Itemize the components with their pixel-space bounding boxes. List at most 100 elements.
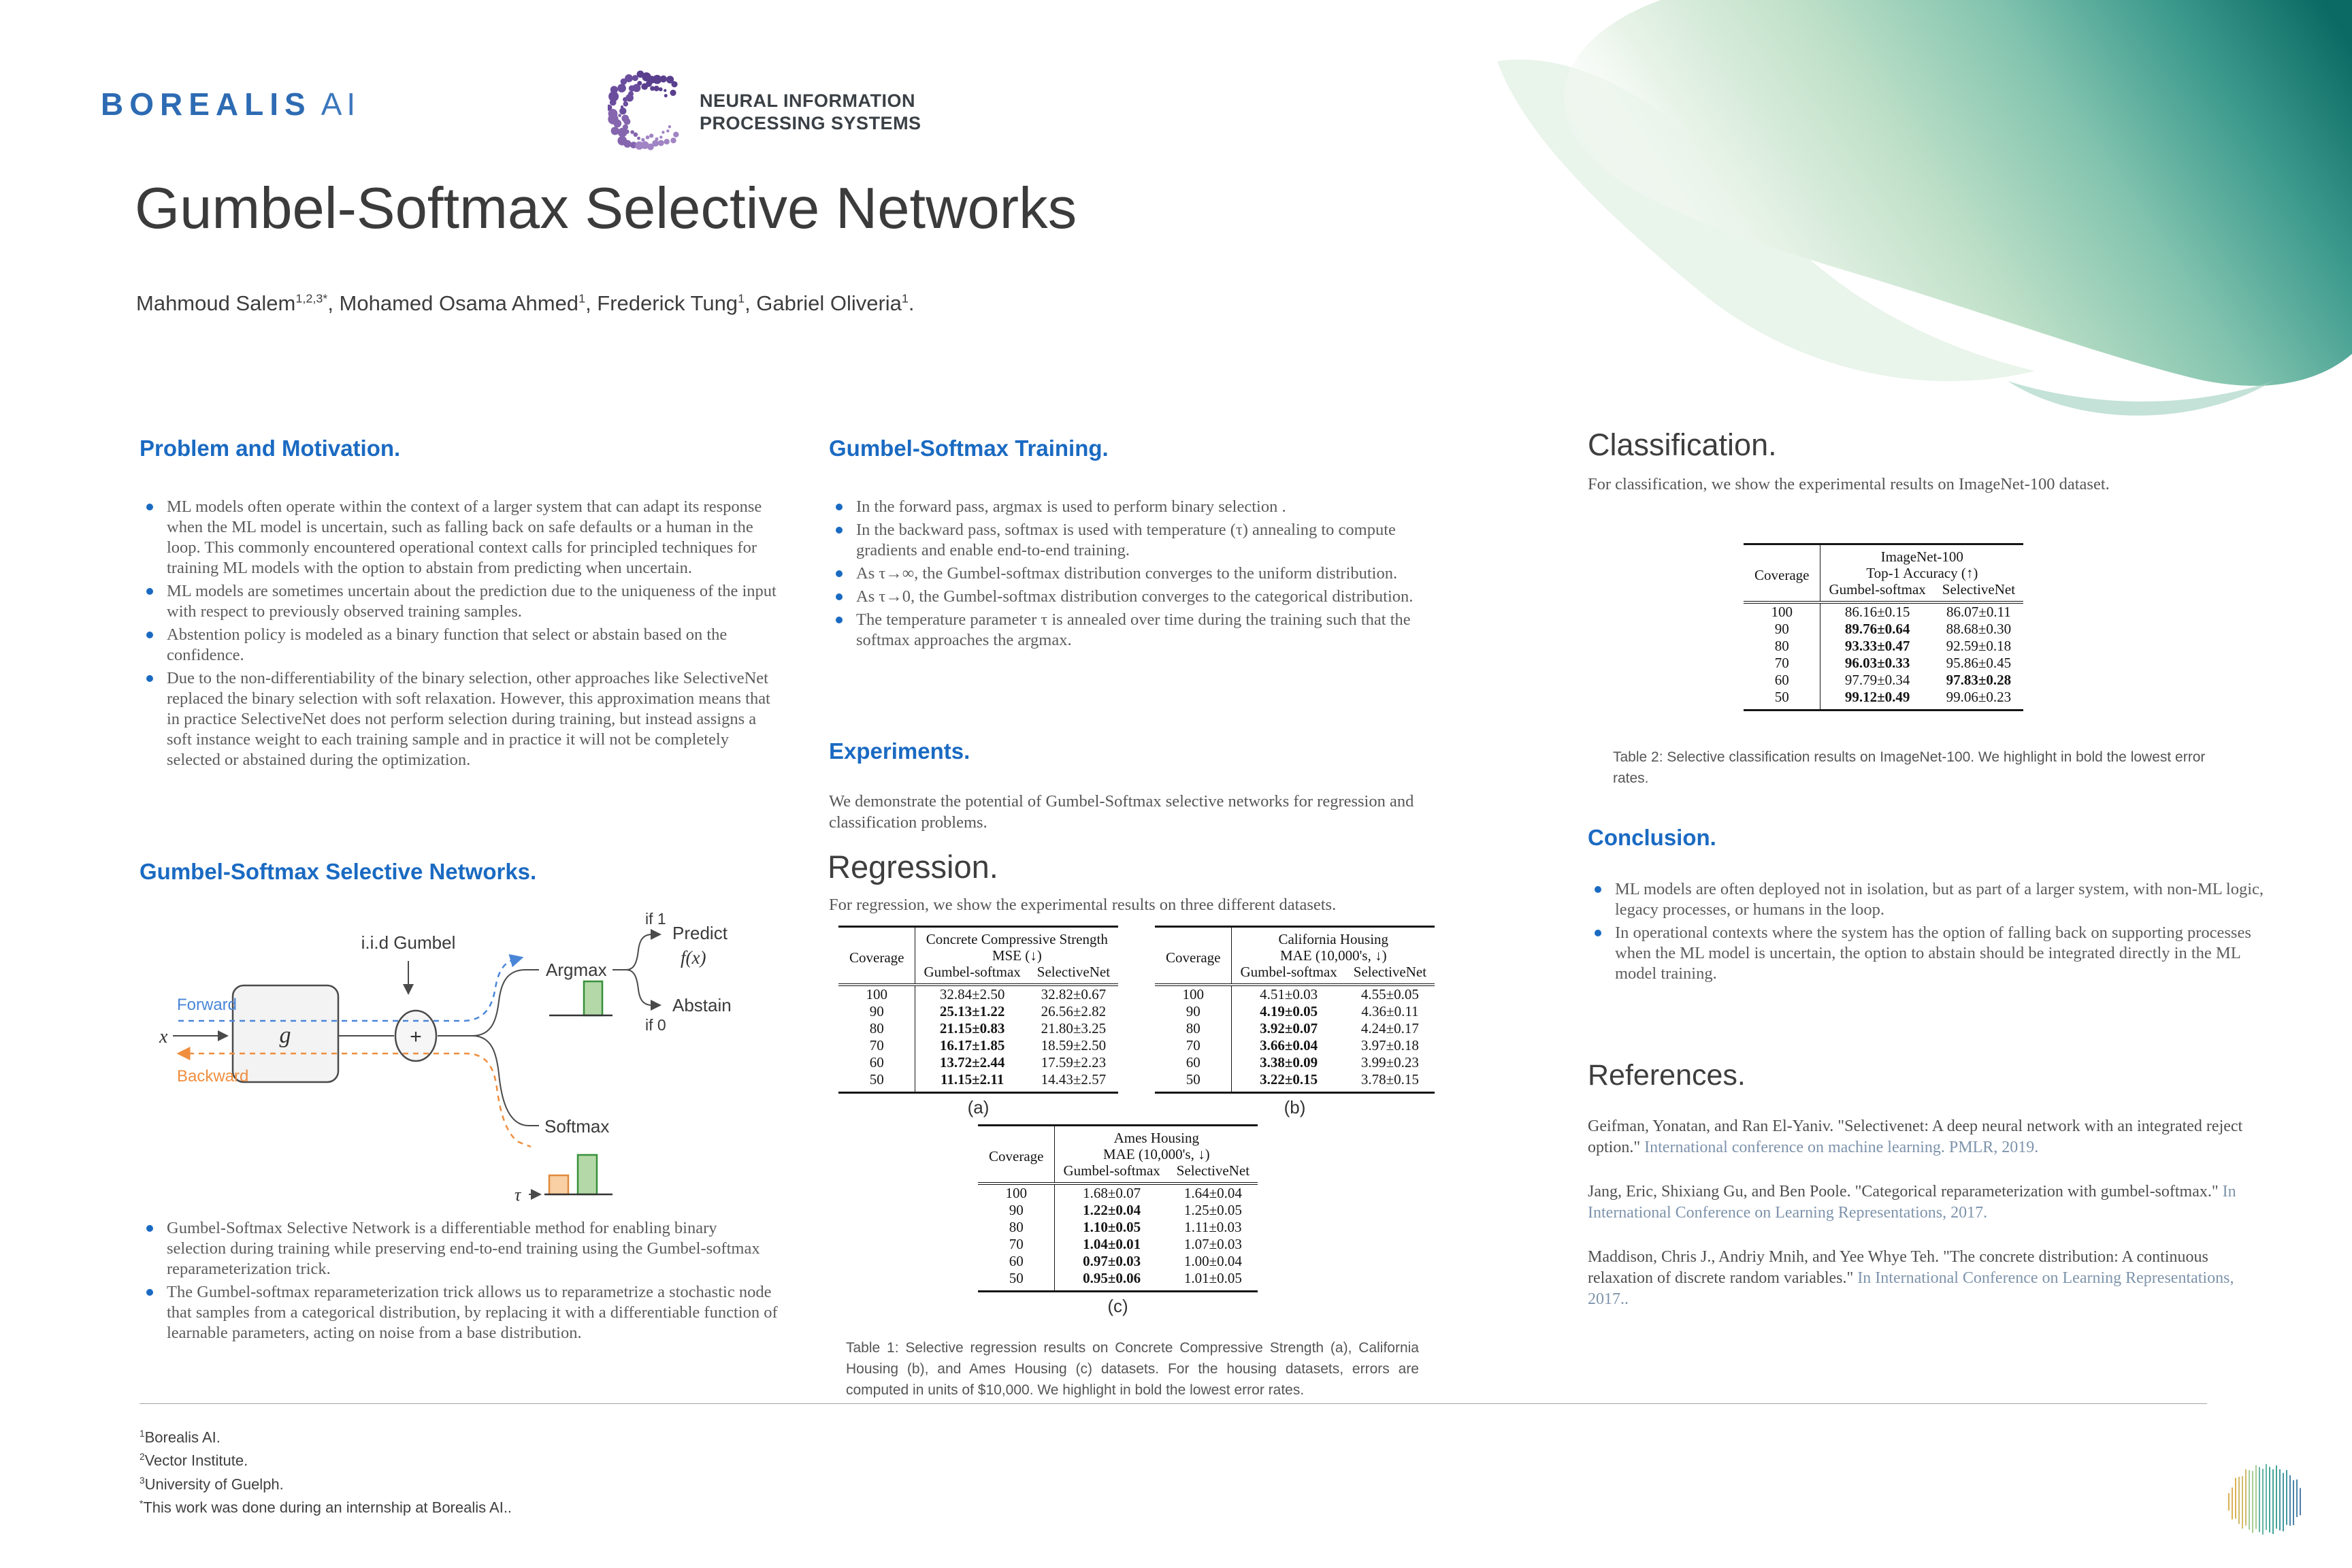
gumbel-cell: 0.95±0.06 [1083, 1270, 1141, 1286]
conclusion-bullets: ML models are often deployed not in isol… [1588, 879, 2268, 987]
author-affiliation-sup: 1 [901, 291, 909, 306]
gumbel-cell: 86.16±0.15 [1844, 604, 1910, 620]
neurips-text-line1: NEURAL INFORMATION [700, 91, 915, 111]
selectivenet-cell: 32.82±0.67 [1041, 986, 1107, 1002]
author-affiliation-sup: 1 [578, 291, 586, 306]
author-name: Mohamed Osama Ahmed [339, 291, 579, 315]
table-metric-title: MSE (↓) [992, 947, 1042, 964]
bullet-item: Due to the non-differentiability of the … [140, 668, 779, 770]
author-entry: Frederick Tung1, [597, 291, 757, 315]
if1-label: if 1 [645, 910, 666, 928]
softmax-bar-chart [544, 1154, 612, 1196]
selectivenet-cell: 88.68±0.30 [1946, 621, 2012, 637]
bullet-item: In the backward pass, softmax is used wi… [829, 520, 1445, 561]
author-entry: Gabriel Oliveria1. [756, 291, 915, 315]
problem-bullets: ML models often operate within the conte… [140, 497, 779, 773]
bullet-item: Gumbel-Softmax Selective Network is a di… [140, 1218, 779, 1279]
selectivenet-cell: 3.99±0.23 [1360, 1054, 1419, 1071]
reference-text: Maddison, Chris J., Andriy Mnih, and Yee… [1588, 1248, 2208, 1287]
col-header-gumbel: Gumbel-softmax [1240, 964, 1337, 980]
abstain-label: Abstain [672, 995, 732, 1015]
experiments-intro: We demonstrate the potential of Gumbel-S… [829, 792, 1414, 832]
backward-dashed-path [176, 1047, 532, 1148]
references-list: Geifman, Yonatan, and Ran El-Yaniv. "Sel… [1588, 1116, 2275, 1333]
bullet-item: In the forward pass, argmax is used to p… [829, 497, 1445, 517]
if0-label: if 0 [645, 1016, 666, 1034]
regression-intro: For regression, we show the experimental… [829, 896, 1337, 914]
table-label: (c) [1107, 1296, 1128, 1316]
g-block [231, 984, 340, 1083]
table-metric-title: MAE (10,000's, ↓) [1279, 947, 1387, 964]
reference-text: Jang, Eric, Shixiang Gu, and Ben Poole. … [1588, 1183, 2223, 1200]
table-metric-title: MAE (10,000's, ↓) [1102, 1146, 1210, 1162]
table-dataset-title: Concrete Compressive Strength [926, 931, 1108, 947]
reference-venue-link: International conference on machine lear… [1644, 1139, 2039, 1156]
coverage-cell: 100 [1744, 602, 1821, 621]
table-row: 90 4.19±0.05 4.36±0.11 [1155, 1003, 1435, 1020]
gumbel-cell: 1.04±0.01 [1083, 1236, 1141, 1252]
bullet-item: ML models are often deployed not in isol… [1588, 879, 2268, 920]
neurips-swirl-icon [608, 70, 679, 150]
section-heading-experiments: Experiments. [829, 738, 970, 764]
footnote-item: 1Borealis AI. [140, 1428, 220, 1446]
reference-venue-link: In International Conference on Learning … [1588, 1269, 2234, 1308]
predict-label: Predict [672, 923, 728, 943]
bullet-item: The temperature parameter τ is annealed … [829, 610, 1445, 651]
selectivenet-cell: 1.64±0.04 [1183, 1185, 1242, 1201]
footnote-item: *This work was done during an internship… [140, 1498, 512, 1516]
table-dataset-title: Ames Housing [1113, 1130, 1199, 1146]
selectivenet-cell: 26.56±2.82 [1041, 1003, 1107, 1019]
bullet-item: As τ→0, the Gumbel-softmax distribution … [829, 587, 1445, 607]
blob-main [1563, 0, 2352, 386]
selectivenet-cell: 4.36±0.11 [1361, 1003, 1419, 1019]
selectivenet-cell: 4.24±0.17 [1360, 1020, 1419, 1036]
neurips-text-line2: PROCESSING SYSTEMS [700, 113, 921, 133]
gumbel-cell: 4.19±0.05 [1260, 1003, 1318, 1019]
coverage-cell: 100 [838, 985, 916, 1003]
gumbel-cell: 3.66±0.04 [1260, 1037, 1318, 1054]
selectivenet-cell: 18.59±2.50 [1041, 1037, 1107, 1054]
backward-label: Backward [177, 1067, 248, 1085]
gumbel-cell: 32.84±2.50 [939, 986, 1005, 1002]
blob-tail [2008, 381, 2273, 416]
table-dataset-title: California Housing [1278, 931, 1389, 947]
gumbel-cell: 1.22±0.04 [1083, 1202, 1141, 1218]
bullet-item: As τ→∞, the Gumbel-softmax distribution … [829, 564, 1445, 584]
gumbel-cell: 3.92±0.07 [1260, 1020, 1318, 1036]
selectivenet-cell: 21.80±3.25 [1041, 1020, 1107, 1036]
bullet-item: ML models often operate within the conte… [140, 497, 779, 578]
coverage-cell: 60 [1155, 1054, 1232, 1071]
table-label: (a) [967, 1097, 990, 1117]
poster-title: Gumbel-Softmax Selective Networks [135, 176, 1077, 241]
selectivenet-cell: 3.78±0.15 [1360, 1071, 1419, 1088]
diagram-flow-lines [173, 929, 662, 1200]
forward-label: Forward [177, 996, 237, 1014]
coverage-cell: 60 [1744, 672, 1821, 689]
coverage-cell: 70 [838, 1037, 916, 1054]
reference-item: Maddison, Chris J., Andriy Mnih, and Yee… [1588, 1247, 2275, 1310]
gumbel-cell: 13.72±2.44 [939, 1054, 1005, 1071]
coverage-cell: 90 [1155, 1003, 1232, 1020]
argmax-bar-chart [549, 980, 612, 1017]
col-header-coverage: Coverage [1744, 544, 1821, 602]
coverage-cell: 80 [1744, 638, 1821, 655]
coverage-cell: 50 [838, 1071, 916, 1093]
table1-caption: Table 1: Selective regression results on… [846, 1340, 1419, 1398]
gumbel-cell: 93.33±0.47 [1844, 638, 1910, 654]
bullet-item: ML models are sometimes uncertain about … [140, 581, 779, 622]
